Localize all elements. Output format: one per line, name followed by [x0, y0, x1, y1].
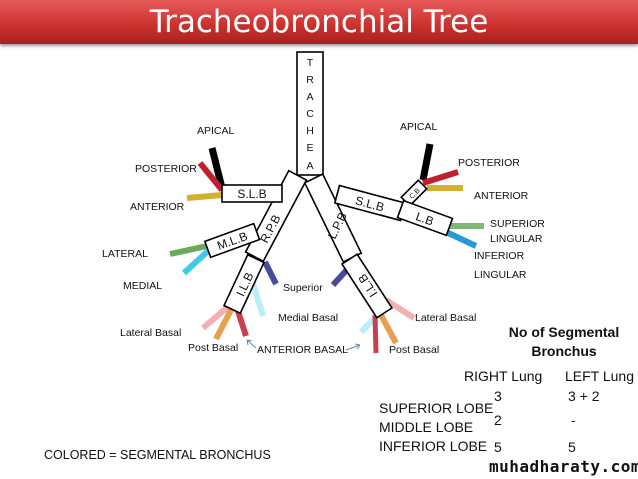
- right-slb-box: [221, 184, 283, 203]
- left-posterior-bronchus: [422, 169, 459, 186]
- right-apical-bronchus: [208, 147, 226, 189]
- anterior-basal-label: ANTERIOR BASAL: [257, 344, 348, 356]
- left-superior-lingular-label: SUPERIOR: [490, 218, 545, 230]
- right-principal-bronchus-box: [244, 169, 308, 263]
- trachea-letter: R: [306, 74, 314, 86]
- left-lb-label: L.B: [414, 209, 436, 228]
- table-row-lobe: MIDDLE LOBE: [379, 419, 473, 435]
- right-post-basal-bronchus: [213, 304, 236, 341]
- trachea-box: [296, 51, 324, 176]
- left-anterior-basal-bronchus: [372, 314, 379, 354]
- right-superior-label: Superior: [283, 282, 323, 294]
- left-apical-label: APICAL: [400, 121, 438, 133]
- trachea-letter: T: [307, 57, 314, 69]
- left-apical-bronchus: [419, 143, 434, 181]
- trachea-letter: E: [306, 142, 313, 154]
- table-cell-left: 3 + 2: [568, 388, 600, 404]
- right-anterior-label: ANTERIOR: [130, 201, 185, 213]
- right-lateral-bronchus: [169, 243, 208, 257]
- table-title: Bronchus: [531, 343, 597, 359]
- slide-title: Tracheobronchial Tree: [149, 4, 489, 40]
- legend-note: COLORED = SEGMENTAL BRONCHUS: [44, 448, 271, 462]
- right-medial-basal-label: Medial Basal: [278, 312, 338, 324]
- left-lateral-basal-label: Lateral Basal: [415, 312, 476, 324]
- table-header-left: LEFT Lung: [565, 368, 634, 384]
- left-lateral-basal-bronchus: [384, 297, 416, 321]
- right-post-basal-label: Post Basal: [188, 342, 238, 354]
- left-inferior-lingular-label: INFERIOR: [474, 250, 525, 262]
- left-superior-lingular-label: LINGULAR: [490, 233, 543, 245]
- trachea-letter: A: [306, 160, 313, 172]
- watermark: muhadharaty.com: [489, 457, 638, 476]
- right-apical-label: APICAL: [197, 125, 235, 137]
- left-inferior-lingular-label: LINGULAR: [474, 269, 527, 281]
- table-row-lobe: SUPERIOR LOBE: [379, 400, 493, 416]
- right-ilb-box: [222, 253, 266, 315]
- trachea-letter: H: [306, 125, 314, 137]
- table-header-right: RIGHT Lung: [464, 368, 542, 384]
- arrow-icon: [345, 343, 361, 351]
- title-bar: Tracheobronchial Tree: [0, 0, 638, 44]
- trachea-letter: C: [306, 108, 314, 120]
- right-medial-label: MEDIAL: [123, 280, 162, 292]
- right-slb-label: S.L.B: [237, 187, 266, 201]
- table-row-lobe: INFERIOR LOBE: [379, 438, 487, 454]
- right-lateral-basal-bronchus: [201, 302, 232, 331]
- table-cell-left: -: [571, 412, 576, 428]
- left-lb-box: [396, 199, 454, 237]
- left-posterior-label: POSTERIOR: [458, 157, 520, 169]
- table-cell-right: 3: [494, 388, 502, 404]
- left-inferior-lingular-bronchus: [442, 228, 478, 249]
- right-lateral-label: LATERAL: [102, 248, 148, 260]
- table-cell-left: 5: [568, 439, 576, 455]
- table-cell-right: 5: [494, 439, 502, 455]
- left-anterior-label: ANTERIOR: [474, 190, 529, 202]
- left-post-basal-label: Post Basal: [389, 344, 439, 356]
- table-title: No of Segmental: [509, 324, 619, 340]
- right-posterior-bronchus: [197, 161, 225, 192]
- arrow-icon: [246, 339, 257, 349]
- right-posterior-label: POSTERIOR: [135, 163, 197, 175]
- trachea-letters: T R A C H E A: [306, 57, 314, 172]
- right-medial-bronchus: [181, 247, 212, 276]
- right-superior-bronchus: [262, 260, 279, 286]
- right-mlb-box: [203, 222, 261, 259]
- left-ilb-box: [340, 253, 394, 319]
- left-post-basal-bronchus: [378, 313, 399, 345]
- right-lateral-basal-label: Lateral Basal: [120, 327, 181, 339]
- table-cell-right: 2: [494, 412, 502, 428]
- right-anterior-bronchus: [186, 192, 223, 201]
- trachea-letter: A: [306, 91, 313, 103]
